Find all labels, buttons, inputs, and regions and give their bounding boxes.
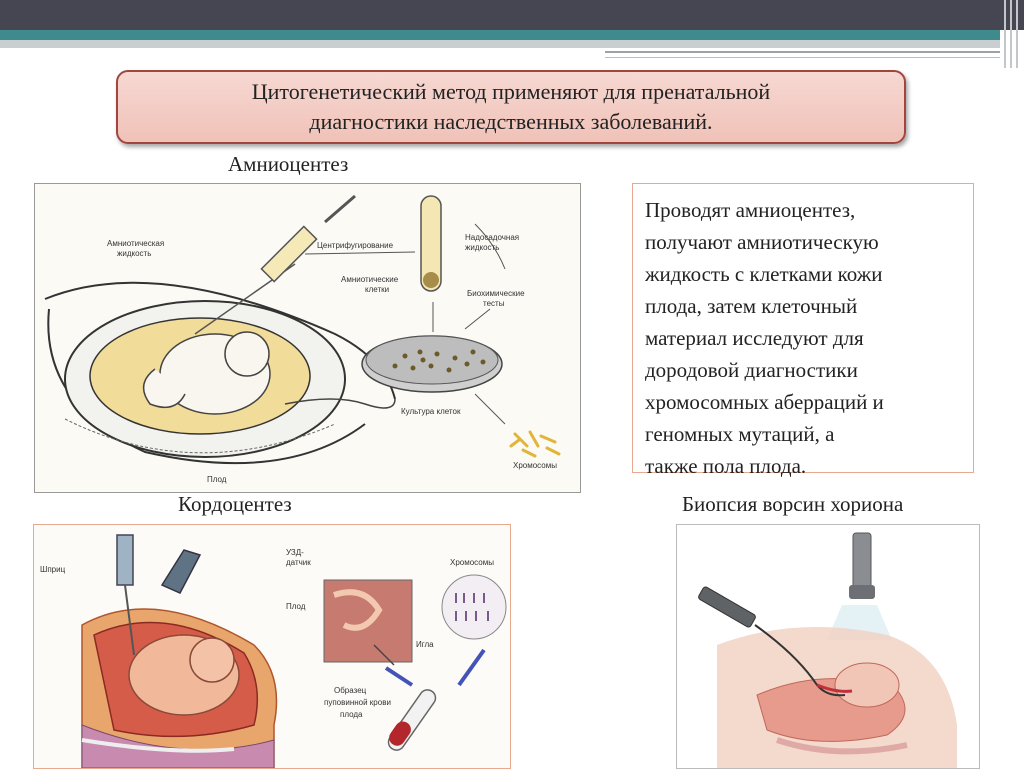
- label-sample: пуповинной крови: [324, 698, 391, 707]
- label-needle: Игла: [416, 640, 434, 649]
- header-divider: [1004, 0, 1006, 68]
- info-line: хромосомных аберраций и: [645, 390, 884, 414]
- cordocentesis-caption: Кордоцентез: [178, 492, 292, 516]
- header-divider: [1016, 0, 1018, 68]
- label-centrifuge: Центрифугирование: [317, 241, 394, 250]
- info-line: дородовой диагностики: [645, 358, 858, 382]
- label-amniotic-cells: Амниотические: [341, 275, 399, 284]
- label-amniotic-fluid: Амниотическая: [107, 239, 164, 248]
- label-syringe: Шприц: [40, 565, 66, 574]
- info-line: также пола плода.: [645, 454, 807, 478]
- header-stripe: [0, 40, 1000, 48]
- biopsy-illustration: [676, 524, 980, 769]
- header-rule: [605, 51, 1000, 53]
- info-line: материал исследуют для: [645, 326, 864, 350]
- label-chromosomes: Хромосомы: [513, 461, 557, 470]
- label-supernatant: жидкость: [465, 243, 499, 252]
- slide-title-line: диагностики наследственных заболеваний.: [309, 109, 713, 134]
- cordocentesis-illustration: Шприц УЗД- датчик Плод Хромосомы Игла Об…: [33, 524, 511, 769]
- info-line: геномных мутаций, а: [645, 422, 835, 446]
- biopsy-caption: Биопсия ворсин хориона: [682, 492, 904, 516]
- label-supernatant: Надосадочная: [465, 233, 519, 242]
- label-sample: Образец: [334, 686, 367, 695]
- slide-title-line: Цитогенетический метод применяют для пре…: [251, 79, 771, 104]
- slide-title-box: Цитогенетический метод применяют для пре…: [116, 70, 906, 144]
- label-biochemical-tests: тесты: [483, 299, 505, 308]
- label-sample: плода: [340, 710, 363, 719]
- label-ultrasound-probe: УЗД-: [286, 548, 304, 557]
- label-fetus: Плод: [207, 475, 227, 484]
- info-box: Проводят амниоцентез, получают амниотиче…: [632, 183, 974, 478]
- label-fetus: Плод: [286, 602, 306, 611]
- info-line: жидкость с клетками кожи: [645, 262, 883, 286]
- label-biochemical-tests: Биохимические: [467, 289, 525, 298]
- header-bar: [0, 0, 1024, 30]
- label-ultrasound-probe: датчик: [286, 558, 311, 567]
- amniocentesis-caption: Амниоцентез: [228, 152, 349, 176]
- header-rule-thin: [605, 57, 1000, 58]
- info-line: плода, затем клеточный: [645, 294, 858, 318]
- info-line: получают амниотическую: [645, 230, 879, 254]
- label-amniotic-cells: клетки: [365, 285, 389, 294]
- label-amniotic-fluid: жидкость: [117, 249, 151, 258]
- amniocentesis-illustration: Амниотическая жидкость Центрифугирование…: [34, 183, 581, 493]
- label-chromosomes: Хромосомы: [450, 558, 494, 567]
- info-text: Проводят амниоцентез, получают амниотиче…: [645, 194, 965, 482]
- slide-title: Цитогенетический метод применяют для пре…: [252, 77, 770, 137]
- header-divider: [1010, 0, 1012, 68]
- info-line: Проводят амниоцентез,: [645, 198, 856, 222]
- label-cell-culture: Культура клеток: [401, 407, 461, 416]
- header-accent-bar: [0, 30, 1000, 40]
